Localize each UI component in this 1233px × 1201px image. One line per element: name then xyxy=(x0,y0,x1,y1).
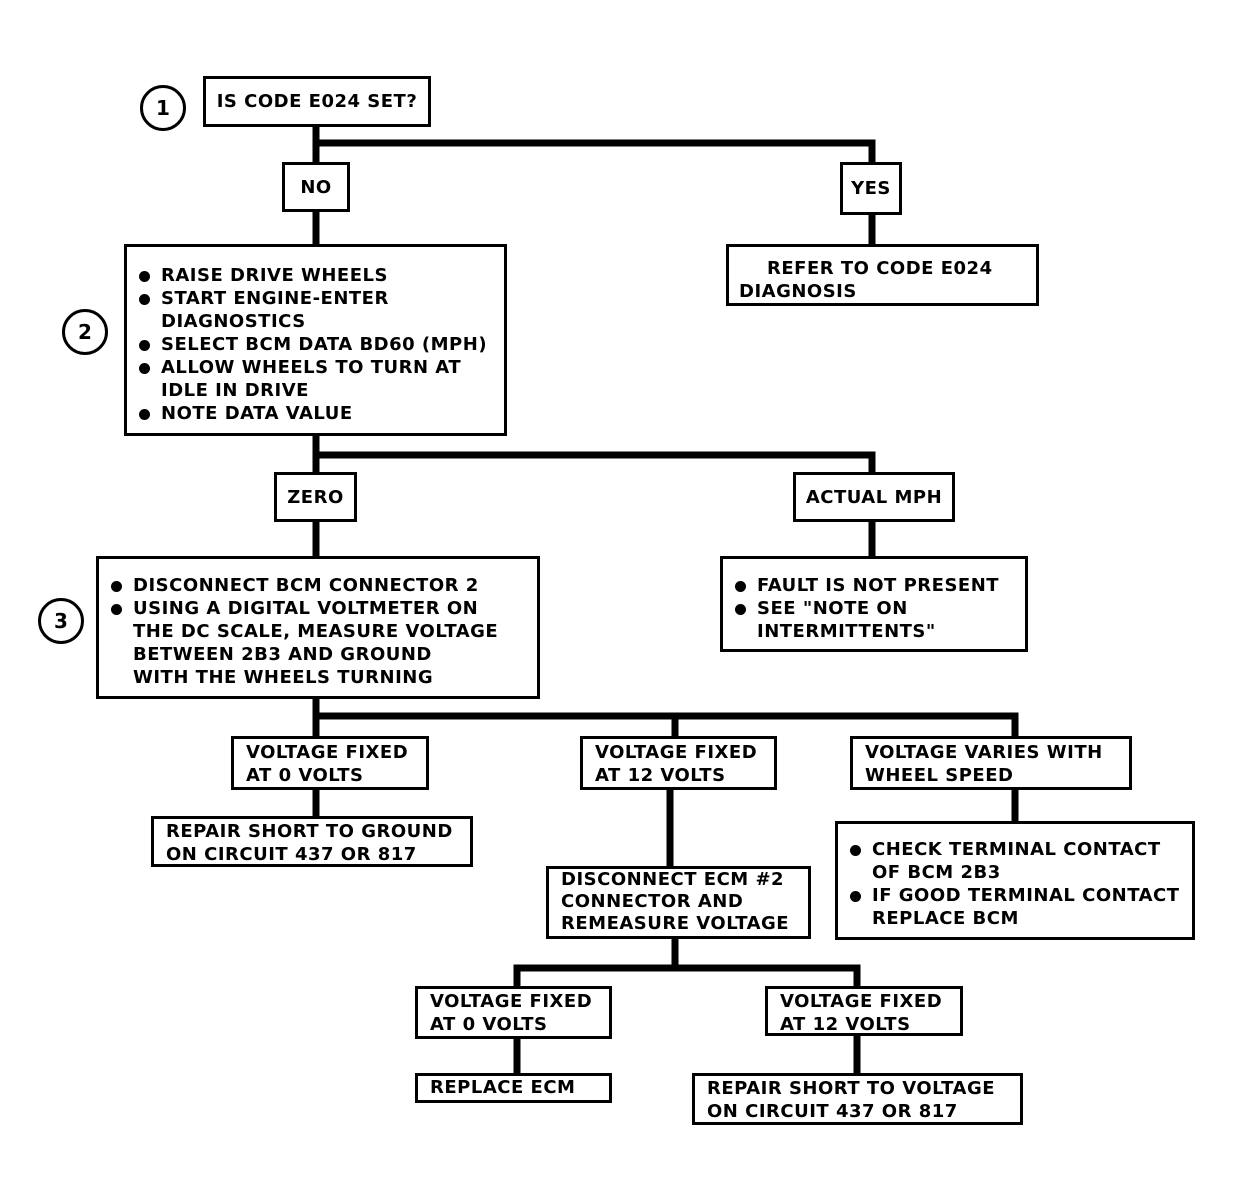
repair-short-to-voltage-label: REPAIR SHORT TO VOLTAGE ON CIRCUIT 437 O… xyxy=(707,1078,996,1122)
voltage-fixed-0v: VOLTAGE FIXED AT 0 VOLTS xyxy=(231,736,429,790)
check-terminal-box: CHECK TERMINAL CONTACT OF BCM 2B3 IF GOO… xyxy=(835,821,1195,940)
answer-no: NO xyxy=(282,162,350,212)
fault-item: SEE "NOTE ON INTERMITTENTS" xyxy=(733,597,1025,643)
result-actual-mph: ACTUAL MPH xyxy=(793,472,955,522)
disconnect-ecm-box: DISCONNECT ECM #2 CONNECTOR AND REMEASUR… xyxy=(546,866,811,939)
check-terminal-item: CHECK TERMINAL CONTACT OF BCM 2B3 xyxy=(848,838,1192,884)
step-3-item: DISCONNECT BCM CONNECTOR 2 xyxy=(109,574,537,597)
replace-ecm-label: REPLACE ECM xyxy=(430,1077,576,1098)
result-zero: ZERO xyxy=(274,472,357,522)
step-2-item: START ENGINE-ENTER DIAGNOSTICS xyxy=(137,287,504,333)
voltage-fixed-12v: VOLTAGE FIXED AT 12 VOLTS xyxy=(580,736,777,790)
voltage-fixed-0v-label: VOLTAGE FIXED AT 0 VOLTS xyxy=(246,742,409,786)
disconnect-ecm-label: DISCONNECT ECM #2 CONNECTOR AND REMEASUR… xyxy=(561,869,790,934)
step-3-item: USING A DIGITAL VOLTMETER ON THE DC SCAL… xyxy=(109,597,537,689)
answer-yes: YES xyxy=(840,162,902,215)
step-2-box: RAISE DRIVE WHEELS START ENGINE-ENTER DI… xyxy=(124,244,507,436)
replace-ecm: REPLACE ECM xyxy=(415,1073,612,1103)
answer-yes-label: YES xyxy=(851,178,891,199)
voltage-fixed-12v-label: VOLTAGE FIXED AT 12 VOLTS xyxy=(595,742,758,786)
repair-short-to-ground: REPAIR SHORT TO GROUND ON CIRCUIT 437 OR… xyxy=(151,816,473,867)
step-2-item: SELECT BCM DATA BD60 (MPH) xyxy=(137,333,504,356)
repair-short-to-voltage: REPAIR SHORT TO VOLTAGE ON CIRCUIT 437 O… xyxy=(692,1073,1023,1125)
repair-short-to-ground-label: REPAIR SHORT TO GROUND ON CIRCUIT 437 OR… xyxy=(166,821,453,865)
question-label: IS CODE E024 SET? xyxy=(216,91,418,112)
voltage-fixed-12v-second: VOLTAGE FIXED AT 12 VOLTS xyxy=(765,986,963,1036)
step-2-item: RAISE DRIVE WHEELS xyxy=(137,264,504,287)
result-actual-mph-label: ACTUAL MPH xyxy=(805,486,943,508)
voltage-varies: VOLTAGE VARIES WITH WHEEL SPEED xyxy=(850,736,1132,790)
step-2-item: ALLOW WHEELS TO TURN AT IDLE IN DRIVE xyxy=(137,356,504,402)
refer-text: REFER TO CODE E024 DIAGNOSIS xyxy=(739,258,993,302)
check-terminal-item: IF GOOD TERMINAL CONTACT REPLACE BCM xyxy=(848,884,1192,930)
voltage-varies-label: VOLTAGE VARIES WITH WHEEL SPEED xyxy=(865,742,1103,786)
question-code-e024: IS CODE E024 SET? xyxy=(203,76,431,127)
voltage-fixed-0v-second-label: VOLTAGE FIXED AT 0 VOLTS xyxy=(430,991,593,1035)
step-3-box: DISCONNECT BCM CONNECTOR 2 USING A DIGIT… xyxy=(96,556,540,699)
fault-item: FAULT IS NOT PRESENT xyxy=(733,574,1025,597)
step-2-item: NOTE DATA VALUE xyxy=(137,402,504,425)
refer-box: REFER TO CODE E024 DIAGNOSIS xyxy=(726,244,1039,306)
step-number-2: 2 xyxy=(62,309,108,355)
voltage-fixed-0v-second: VOLTAGE FIXED AT 0 VOLTS xyxy=(415,986,612,1039)
answer-no-label: NO xyxy=(300,176,332,198)
voltage-fixed-12v-second-label: VOLTAGE FIXED AT 12 VOLTS xyxy=(780,991,943,1035)
fault-box: FAULT IS NOT PRESENT SEE "NOTE ON INTERM… xyxy=(720,556,1028,652)
result-zero-label: ZERO xyxy=(287,486,344,508)
step-number-3: 3 xyxy=(38,598,84,644)
step-number-1: 1 xyxy=(140,85,186,131)
